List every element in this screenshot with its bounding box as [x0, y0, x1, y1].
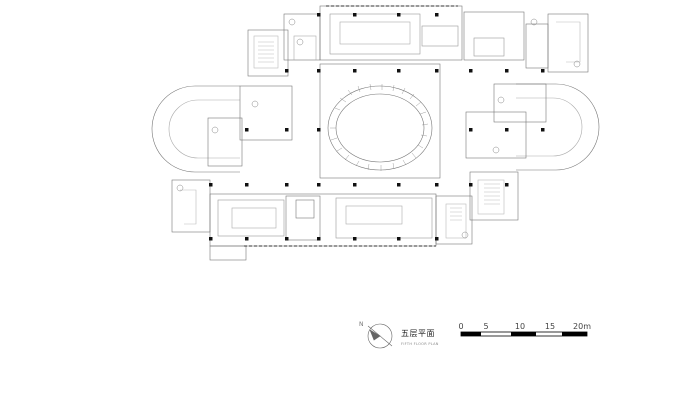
- central-atrium: [319, 63, 441, 179]
- northwest-stair: [247, 29, 289, 77]
- west-curved-wing: [151, 85, 240, 173]
- east-curved-wing: [516, 83, 600, 171]
- drawing-subtitle: FIFTH FLOOR PLAN: [401, 342, 439, 346]
- scale-tick-15: 15: [544, 322, 556, 331]
- north-label: N: [359, 321, 364, 328]
- oval-ramp: [327, 85, 433, 171]
- scale-tick-20m: 20m: [573, 322, 591, 331]
- scale-tick-10: 10: [514, 322, 526, 331]
- scale-tick-0: 0: [458, 322, 464, 331]
- northeast-stair: [547, 13, 589, 73]
- scale-bar: [460, 331, 588, 337]
- drawing-title: 五层平面: [401, 329, 435, 338]
- north-arrow: [367, 323, 393, 349]
- scale-tick-5: 5: [483, 322, 489, 331]
- northeast-block: [463, 11, 525, 61]
